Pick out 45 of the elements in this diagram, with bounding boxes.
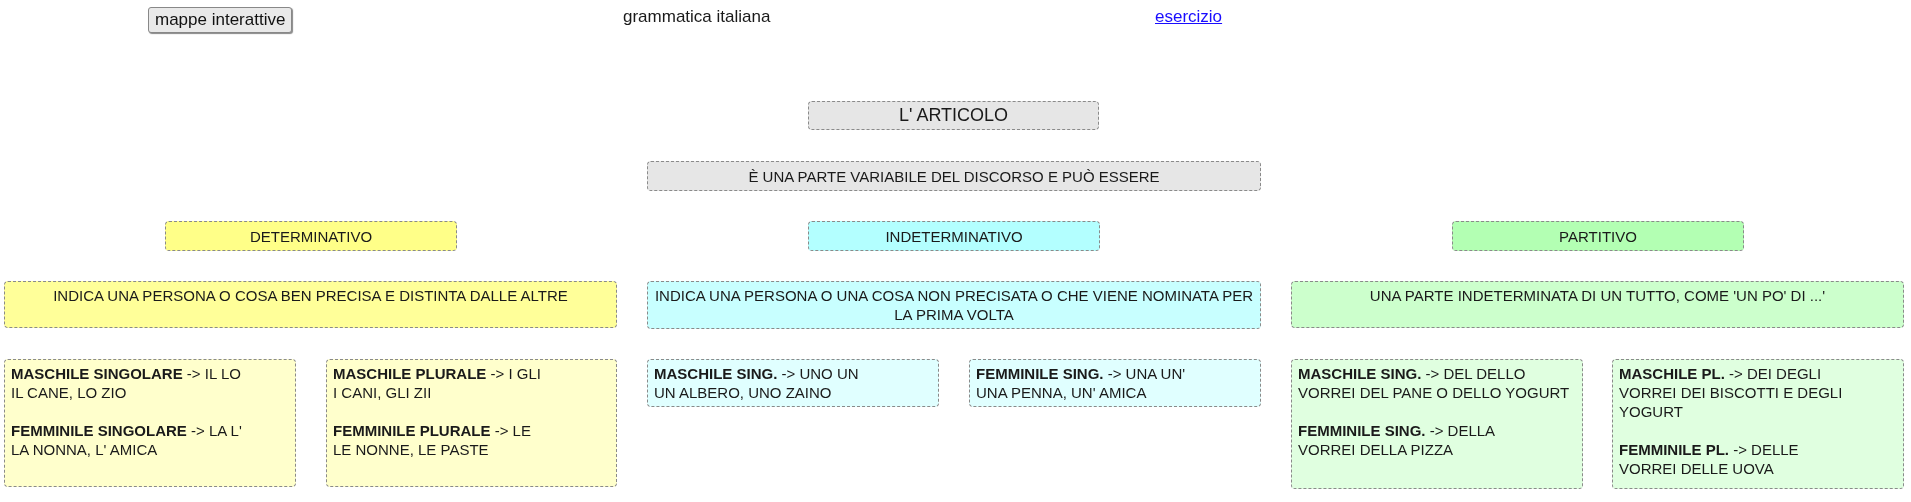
example-text: VORREI DEI BISCOTTI E DEGLI YOGURT <box>1619 383 1844 421</box>
example-box <box>326 359 617 487</box>
header-text: grammatica italiana <box>623 7 771 27</box>
example-box <box>969 359 1261 407</box>
box-text: INDICA UNA PERSONA O COSA BEN PRECISA E DISTINTA DALLE ALTRE <box>52 286 569 305</box>
rule-text: MASCHILE SING. -> DEL DELLO <box>1298 364 1527 383</box>
concept-box <box>647 161 1261 191</box>
example-text: VORREI DELLE UOVA <box>1619 459 1775 478</box>
nav-button: mappe interattive <box>148 7 293 33</box>
definition-box <box>647 281 1261 329</box>
box-text: INDETERMINATIVO <box>885 226 1023 246</box>
example-text: IL CANE, LO ZIO <box>11 383 128 402</box>
concept-box <box>808 101 1099 130</box>
example-text: LA NONNA, L' AMICA <box>11 440 159 459</box>
example-text: VORREI DEL PANE O DELLO YOGURT <box>1298 383 1571 402</box>
example-box <box>1612 359 1904 489</box>
rule-text: MASCHILE PLURALE -> I GLI <box>333 364 542 383</box>
concept-box <box>165 221 457 251</box>
example-text: UN ALBERO, UNO ZAINO <box>654 383 833 402</box>
concept-box <box>1452 221 1744 251</box>
example-box <box>1291 359 1583 489</box>
example-text: LE NONNE, LE PASTE <box>333 440 490 459</box>
example-text: UNA PENNA, UN' AMICA <box>976 383 1148 402</box>
box-text: L' ARTICOLO <box>898 106 1009 125</box>
rule-text: FEMMINILE PL. -> DELLE <box>1619 440 1800 459</box>
example-box <box>4 359 296 487</box>
rule-text: FEMMINILE PLURALE -> LE <box>333 421 532 440</box>
rule-text: FEMMINILE SING. -> DELLA <box>1298 421 1497 440</box>
exercise-link: esercizio <box>1155 7 1223 27</box>
rule-text: FEMMINILE SING. -> UNA UN' <box>976 364 1187 383</box>
definition-box <box>1291 281 1904 328</box>
rule-text: MASCHILE SINGOLARE -> IL LO <box>11 364 242 383</box>
box-text: INDICA UNA PERSONA O UNA COSA NON PRECISATA O CHE VIENE NOMINATA PER LA PRIMA VOLTA <box>654 286 1254 324</box>
example-text: VORREI DELLA PIZZA <box>1298 440 1455 459</box>
box-text: UNA PARTE INDETERMINATA DI UN TUTTO, COME 'UN PO' DI ...' <box>1368 286 1827 305</box>
box-text: È UNA PARTE VARIABILE DEL DISCORSO E PUÒ ESSERE <box>748 166 1160 186</box>
box-text: DETERMINATIVO <box>249 226 373 246</box>
concept-box <box>808 221 1100 251</box>
rule-text: MASCHILE PL. -> DEI DEGLI <box>1619 364 1823 383</box>
definition-box <box>4 281 617 328</box>
box-text: PARTITIVO <box>1559 226 1637 246</box>
rule-text: FEMMINILE SINGOLARE -> LA L' <box>11 421 243 440</box>
rule-text: MASCHILE SING. -> UNO UN <box>654 364 860 383</box>
example-box <box>647 359 939 407</box>
example-text: I CANI, GLI ZII <box>333 383 433 402</box>
